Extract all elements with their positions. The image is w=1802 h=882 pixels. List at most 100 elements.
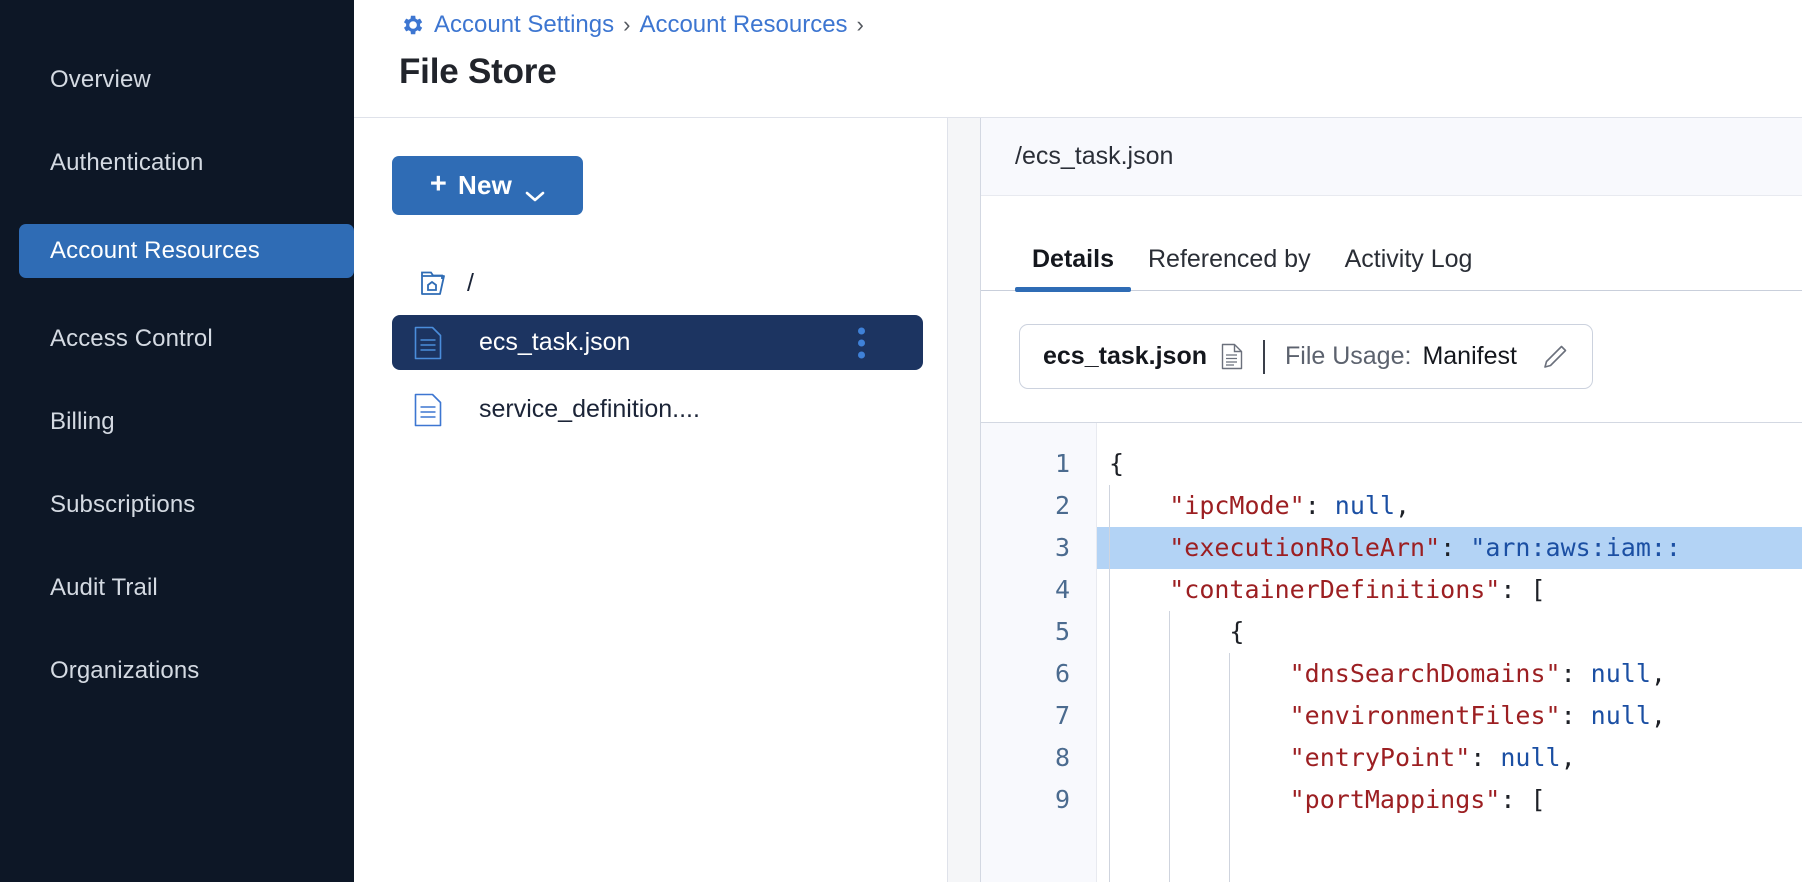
tree-root-folder[interactable]: / [392, 263, 947, 303]
file-usage-label: File Usage: [1285, 342, 1412, 370]
code-token: "executionRoleArn" [1169, 533, 1441, 562]
line-number: 7 [1054, 701, 1070, 730]
sidebar-item-organizations[interactable]: Organizations [0, 649, 354, 693]
code-token: : [1560, 659, 1591, 688]
file-json-icon [414, 393, 442, 427]
file-json-icon [414, 326, 442, 360]
tree-root-label: / [467, 268, 474, 297]
pencil-icon[interactable] [1541, 343, 1569, 371]
code-line[interactable]: "containerDefinitions": [ [1097, 569, 1802, 611]
card-divider [1263, 339, 1265, 374]
sidebar-item-label: Access Control [50, 325, 213, 352]
file-list: ecs_task.json service_definition.... [392, 315, 947, 437]
line-number: 1 [1054, 449, 1070, 478]
file-tree-item[interactable]: service_definition.... [392, 382, 923, 437]
sidebar-item-label: Billing [50, 408, 115, 435]
new-button[interactable]: + New [392, 156, 583, 215]
page-title: File Store [399, 52, 557, 91]
file-usage-zone: ecs_task.json File Usage: Manifest [981, 291, 1802, 423]
sidebar-item-audit-trail[interactable]: Audit Trail [0, 566, 354, 610]
usage-card-file-name: ecs_task.json [1043, 342, 1207, 370]
sidebar-item-access-control[interactable]: Access Control [0, 317, 354, 361]
code-content[interactable]: { "ipcMode": null, "executionRoleArn": "… [1097, 423, 1802, 882]
tab-details[interactable]: Details [1015, 245, 1131, 292]
code-line[interactable]: "environmentFiles": null, [1097, 695, 1802, 737]
code-token: "dnsSearchDomains" [1289, 659, 1561, 688]
gear-icon [399, 12, 425, 38]
line-number: 6 [1054, 659, 1070, 688]
file-path: /ecs_task.json [1015, 142, 1174, 170]
page-header: Account Settings › Account Resources › F… [354, 0, 1802, 118]
content-row: + New [354, 118, 1802, 882]
code-token: : [1560, 701, 1591, 730]
code-line[interactable]: "executionRoleArn": "arn:aws:iam:: [1097, 527, 1802, 569]
code-line[interactable]: "dnsSearchDomains": null, [1097, 653, 1802, 695]
file-tree-item[interactable]: ecs_task.json [392, 315, 923, 370]
file-usage-card: ecs_task.json File Usage: Manifest [1019, 324, 1593, 389]
code-line[interactable]: "portMappings": [ [1097, 779, 1802, 821]
file-tree: / ecs_task.json service_definition.... [392, 263, 947, 437]
breadcrumb-item-account-settings[interactable]: Account Settings [434, 11, 615, 38]
tab-activity-log[interactable]: Activity Log [1344, 245, 1473, 273]
file-detail-panel: /ecs_task.json Details Referenced by Activ… [981, 118, 1802, 882]
new-button-label: New [458, 170, 513, 200]
tab-referenced-by[interactable]: Referenced by [1147, 245, 1311, 273]
sidebar-item-account-resources[interactable]: Account Resources [19, 224, 354, 278]
breadcrumb: Account Settings › Account Resources › [399, 6, 1802, 44]
line-number: 5 [1054, 617, 1070, 646]
code-line[interactable]: { [1097, 611, 1802, 653]
code-token: { [1229, 617, 1245, 646]
sidebar-item-overview[interactable]: Overview [0, 58, 354, 102]
code-token: "ipcMode" [1169, 491, 1305, 520]
code-token: { [1109, 449, 1125, 478]
file-name-label: ecs_task.json [479, 328, 631, 356]
code-token: , [1560, 743, 1576, 772]
file-browser-panel: + New [354, 118, 947, 882]
file-name-label: service_definition.... [479, 395, 700, 423]
code-token: "environmentFiles" [1289, 701, 1561, 730]
breadcrumb-item-account-resources[interactable]: Account Resources [639, 11, 848, 38]
sidebar-item-label: Organizations [50, 657, 200, 684]
sidebar-item-label: Account Resources [50, 237, 260, 264]
kebab-menu-icon[interactable] [858, 327, 865, 358]
code-token: null [1590, 659, 1651, 688]
detail-tabs: Details Referenced by Activity Log [981, 196, 1802, 292]
code-token: "containerDefinitions" [1169, 575, 1501, 604]
code-token: : [1470, 743, 1501, 772]
indent-guide [1109, 485, 1110, 882]
chevron-down-icon [525, 179, 545, 202]
folder-home-icon [420, 269, 453, 297]
document-icon [1221, 343, 1243, 370]
code-token: , [1650, 701, 1666, 730]
code-line[interactable]: { [1097, 443, 1802, 485]
indent-guide [1229, 653, 1231, 882]
file-usage-value: Manifest [1422, 342, 1517, 370]
sidebar-item-subscriptions[interactable]: Subscriptions [0, 483, 354, 527]
line-number: 3 [1054, 533, 1070, 562]
file-path-bar: /ecs_task.json [981, 118, 1802, 196]
code-token: : [1304, 491, 1335, 520]
code-token: null [1500, 743, 1561, 772]
breadcrumb-separator: › [623, 12, 631, 37]
code-token: "portMappings" [1289, 785, 1501, 814]
code-token: "arn:aws:iam:: [1470, 533, 1681, 562]
sidebar-item-label: Audit Trail [50, 574, 158, 601]
line-number: 8 [1054, 743, 1070, 772]
line-number: 2 [1054, 491, 1070, 520]
code-token: null [1590, 701, 1651, 730]
indent-guide [1169, 611, 1171, 882]
sidebar-item-billing[interactable]: Billing [0, 400, 354, 444]
code-line[interactable]: "ipcMode": null, [1097, 485, 1802, 527]
panel-splitter[interactable] [947, 118, 981, 882]
line-number: 9 [1054, 785, 1070, 814]
code-line[interactable]: "entryPoint": null, [1097, 737, 1802, 779]
code-token: , [1395, 491, 1411, 520]
code-token: null [1334, 491, 1396, 520]
sidebar-item-authentication[interactable]: Authentication [0, 141, 354, 185]
sidebar-item-label: Overview [50, 66, 151, 93]
breadcrumb-separator-2: › [856, 12, 864, 37]
